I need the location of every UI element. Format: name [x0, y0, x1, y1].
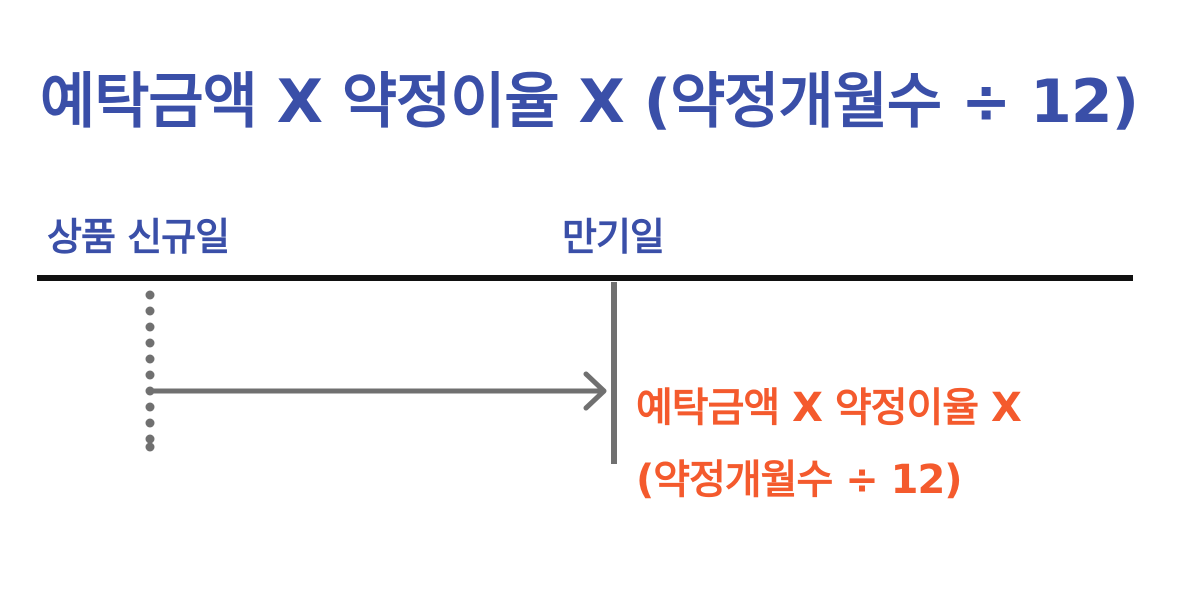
interest-formula-line2: (약정개월수 ÷ 12): [636, 457, 963, 503]
period-arrow-head: [583, 371, 607, 411]
maturity-date-label: 만기일: [562, 215, 665, 259]
interest-formula-line1: 예탁금액 X 약정이율 X: [636, 385, 1022, 431]
formula-title: 예탁금액 X 약정이율 X (약정개월수 ÷ 12): [40, 67, 1139, 137]
start-dotted-marker: [145, 290, 155, 452]
start-date-label: 상품 신규일: [47, 215, 230, 259]
